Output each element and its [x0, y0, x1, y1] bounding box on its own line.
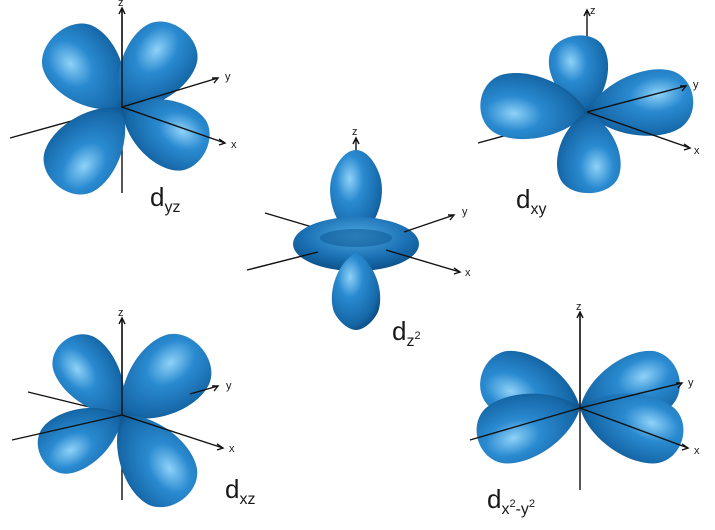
dz2-front-axis — [246, 251, 319, 271]
dz2-x-label: x — [465, 267, 471, 279]
dxz-y-axis — [189, 385, 219, 395]
label-dxz: dxz — [225, 474, 256, 508]
orbital-dxz: z y x — [11, 307, 235, 520]
dxy-y-label: y — [693, 79, 699, 91]
dz2-y-axis — [403, 214, 455, 233]
dyz-x-label: x — [231, 139, 237, 151]
dxy-x-axis — [586, 111, 691, 149]
dxz-x-axis — [121, 414, 224, 449]
orbital-dxy: z y x — [477, 5, 700, 195]
label-dz2: dz2 — [392, 316, 421, 350]
dx2y2-y-label: y — [688, 377, 694, 389]
dxy-z-label: z — [590, 5, 596, 17]
dxz-x-label: x — [229, 443, 235, 455]
dx2y2-front-axis — [469, 407, 581, 441]
dx2y2-x-label: x — [694, 445, 700, 457]
dxz-y-label: y — [226, 380, 232, 392]
dyz-y-label: y — [225, 71, 231, 83]
dyz-y-axis — [121, 77, 219, 108]
dx2y2-y-axis — [579, 382, 683, 409]
dz2-lobe-bottom — [331, 252, 381, 330]
dz2-x-axis — [385, 249, 461, 273]
orbital-dz2: z y x — [246, 126, 471, 330]
dxy-y-axis — [586, 85, 687, 113]
dz2-z-label: z — [352, 126, 358, 138]
dyz-z-label: z — [118, 0, 124, 9]
dxz-z-label: z — [118, 307, 124, 319]
dyz-x-axis — [121, 106, 226, 144]
label-dx2y2: dx2-y2 — [487, 484, 536, 518]
orbital-dyz: z y x — [9, 0, 237, 208]
orbital-dx2y2: z y x — [468, 301, 700, 490]
dx2y2-x-axis — [579, 407, 689, 449]
dxy-x-label: x — [694, 145, 700, 157]
dxz-front-axis — [11, 414, 123, 441]
label-dxy: dxy — [516, 184, 547, 218]
dz2-lobe-top — [330, 150, 382, 240]
dz2-y-label: y — [462, 206, 468, 218]
dx2y2-z-label: z — [576, 301, 582, 313]
label-dyz: dyz — [150, 182, 181, 216]
